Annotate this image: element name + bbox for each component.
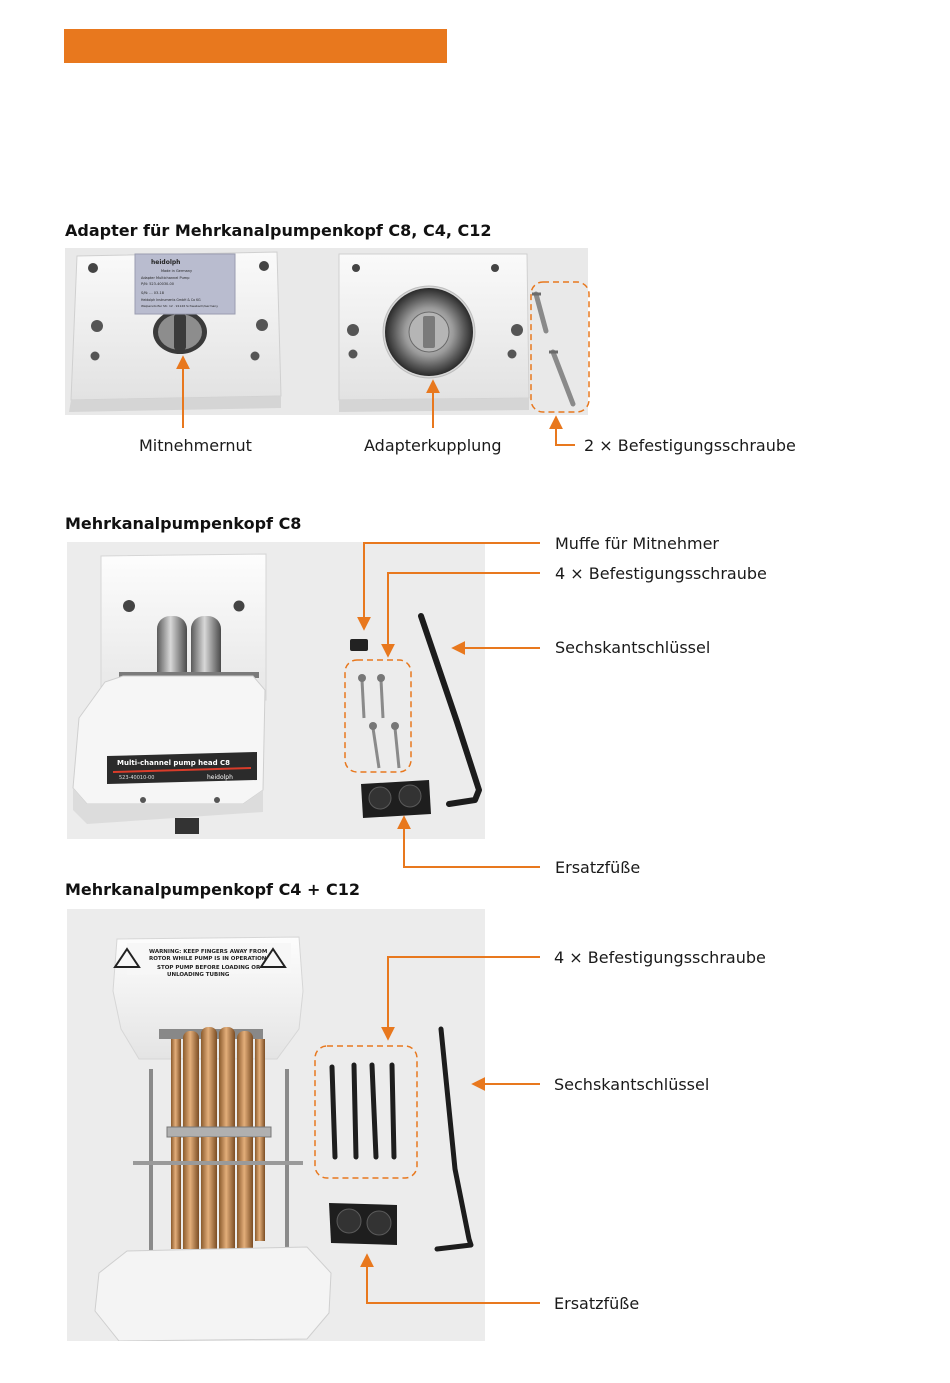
label-adapterkupplung: Adapterkupplung	[364, 436, 502, 455]
photo-pump-head-c4-c12: WARNING: KEEP FINGERS AWAY FROM ROTOR WH…	[67, 909, 485, 1341]
type-plate-line2: Adapter Multichannel Pump	[141, 276, 190, 280]
adapter-plate-front	[338, 253, 530, 412]
spare-feet-c412	[329, 1203, 397, 1245]
section-title-c8: Mehrkanalpumpenkopf C8	[65, 514, 302, 533]
pump-head-c8: Multi-channel pump head C8 523-40010-00 …	[72, 553, 267, 834]
pump-head-c4-c12: WARNING: KEEP FINGERS AWAY FROM ROTOR WH…	[94, 936, 332, 1341]
c412-warning-line4: UNLOADING TUBING	[167, 972, 230, 978]
c412-warning-line1: WARNING: KEEP FINGERS AWAY FROM	[149, 949, 267, 955]
callout-arrow-screws-adapter	[549, 415, 575, 446]
label-muffe: Muffe für Mitnehmer	[555, 534, 719, 553]
label-screws-c412: 4 × Befestigungsschraube	[554, 948, 766, 967]
type-plate-line5: Heidolph Instruments GmbH & Co KG	[141, 298, 201, 302]
hex-key-c8	[418, 613, 482, 807]
type-plate-line4: S/N: ... 03-18	[141, 291, 164, 295]
c8-label-brand: heidolph	[207, 774, 233, 781]
type-plate-line1: Made in Germany	[161, 269, 192, 273]
label-key-c412: Sechskantschlüssel	[554, 1075, 710, 1094]
c412-warning-line3: STOP PUMP BEFORE LOADING OR	[157, 965, 261, 971]
type-plate-line3: P/N: 523-40030-00	[141, 282, 174, 286]
type-plate-line6: Walpersdorfer Str. 12 · 91126 Schwabach/…	[141, 304, 218, 308]
adapter-type-plate: heidolph Made in Germany Adapter Multich…	[134, 253, 236, 315]
c8-label-part: 523-40010-00	[119, 775, 154, 781]
label-screws-adapter: 2 × Befestigungsschraube	[584, 436, 796, 455]
header-accent-bar	[64, 29, 447, 63]
label-mitnehmernut: Mitnehmernut	[139, 436, 252, 455]
type-plate-brand: heidolph	[151, 259, 180, 266]
photo-pump-head-c8: Multi-channel pump head C8 523-40010-00 …	[67, 542, 485, 839]
label-feet-c8: Ersatzfüße	[555, 858, 641, 877]
label-key-c8: Sechskantschlüssel	[555, 638, 711, 657]
spare-feet-c8	[361, 780, 431, 818]
section-title-c4-c12: Mehrkanalpumpenkopf C4 + C12	[65, 880, 360, 899]
photo-adapter: heidolph Made in Germany Adapter Multich…	[65, 248, 588, 415]
hex-key-c412	[434, 1026, 474, 1252]
label-feet-c412: Ersatzfüße	[554, 1294, 640, 1313]
label-screws-c8: 4 × Befestigungsschraube	[555, 564, 767, 583]
drive-sleeve	[350, 639, 368, 651]
section-title-adapter: Adapter für Mehrkanalpumpenkopf C8, C4, …	[65, 221, 492, 240]
c8-label-title: Multi-channel pump head C8	[117, 759, 230, 767]
c412-warning-line2: ROTOR WHILE PUMP IS IN OPERATION	[149, 956, 267, 962]
